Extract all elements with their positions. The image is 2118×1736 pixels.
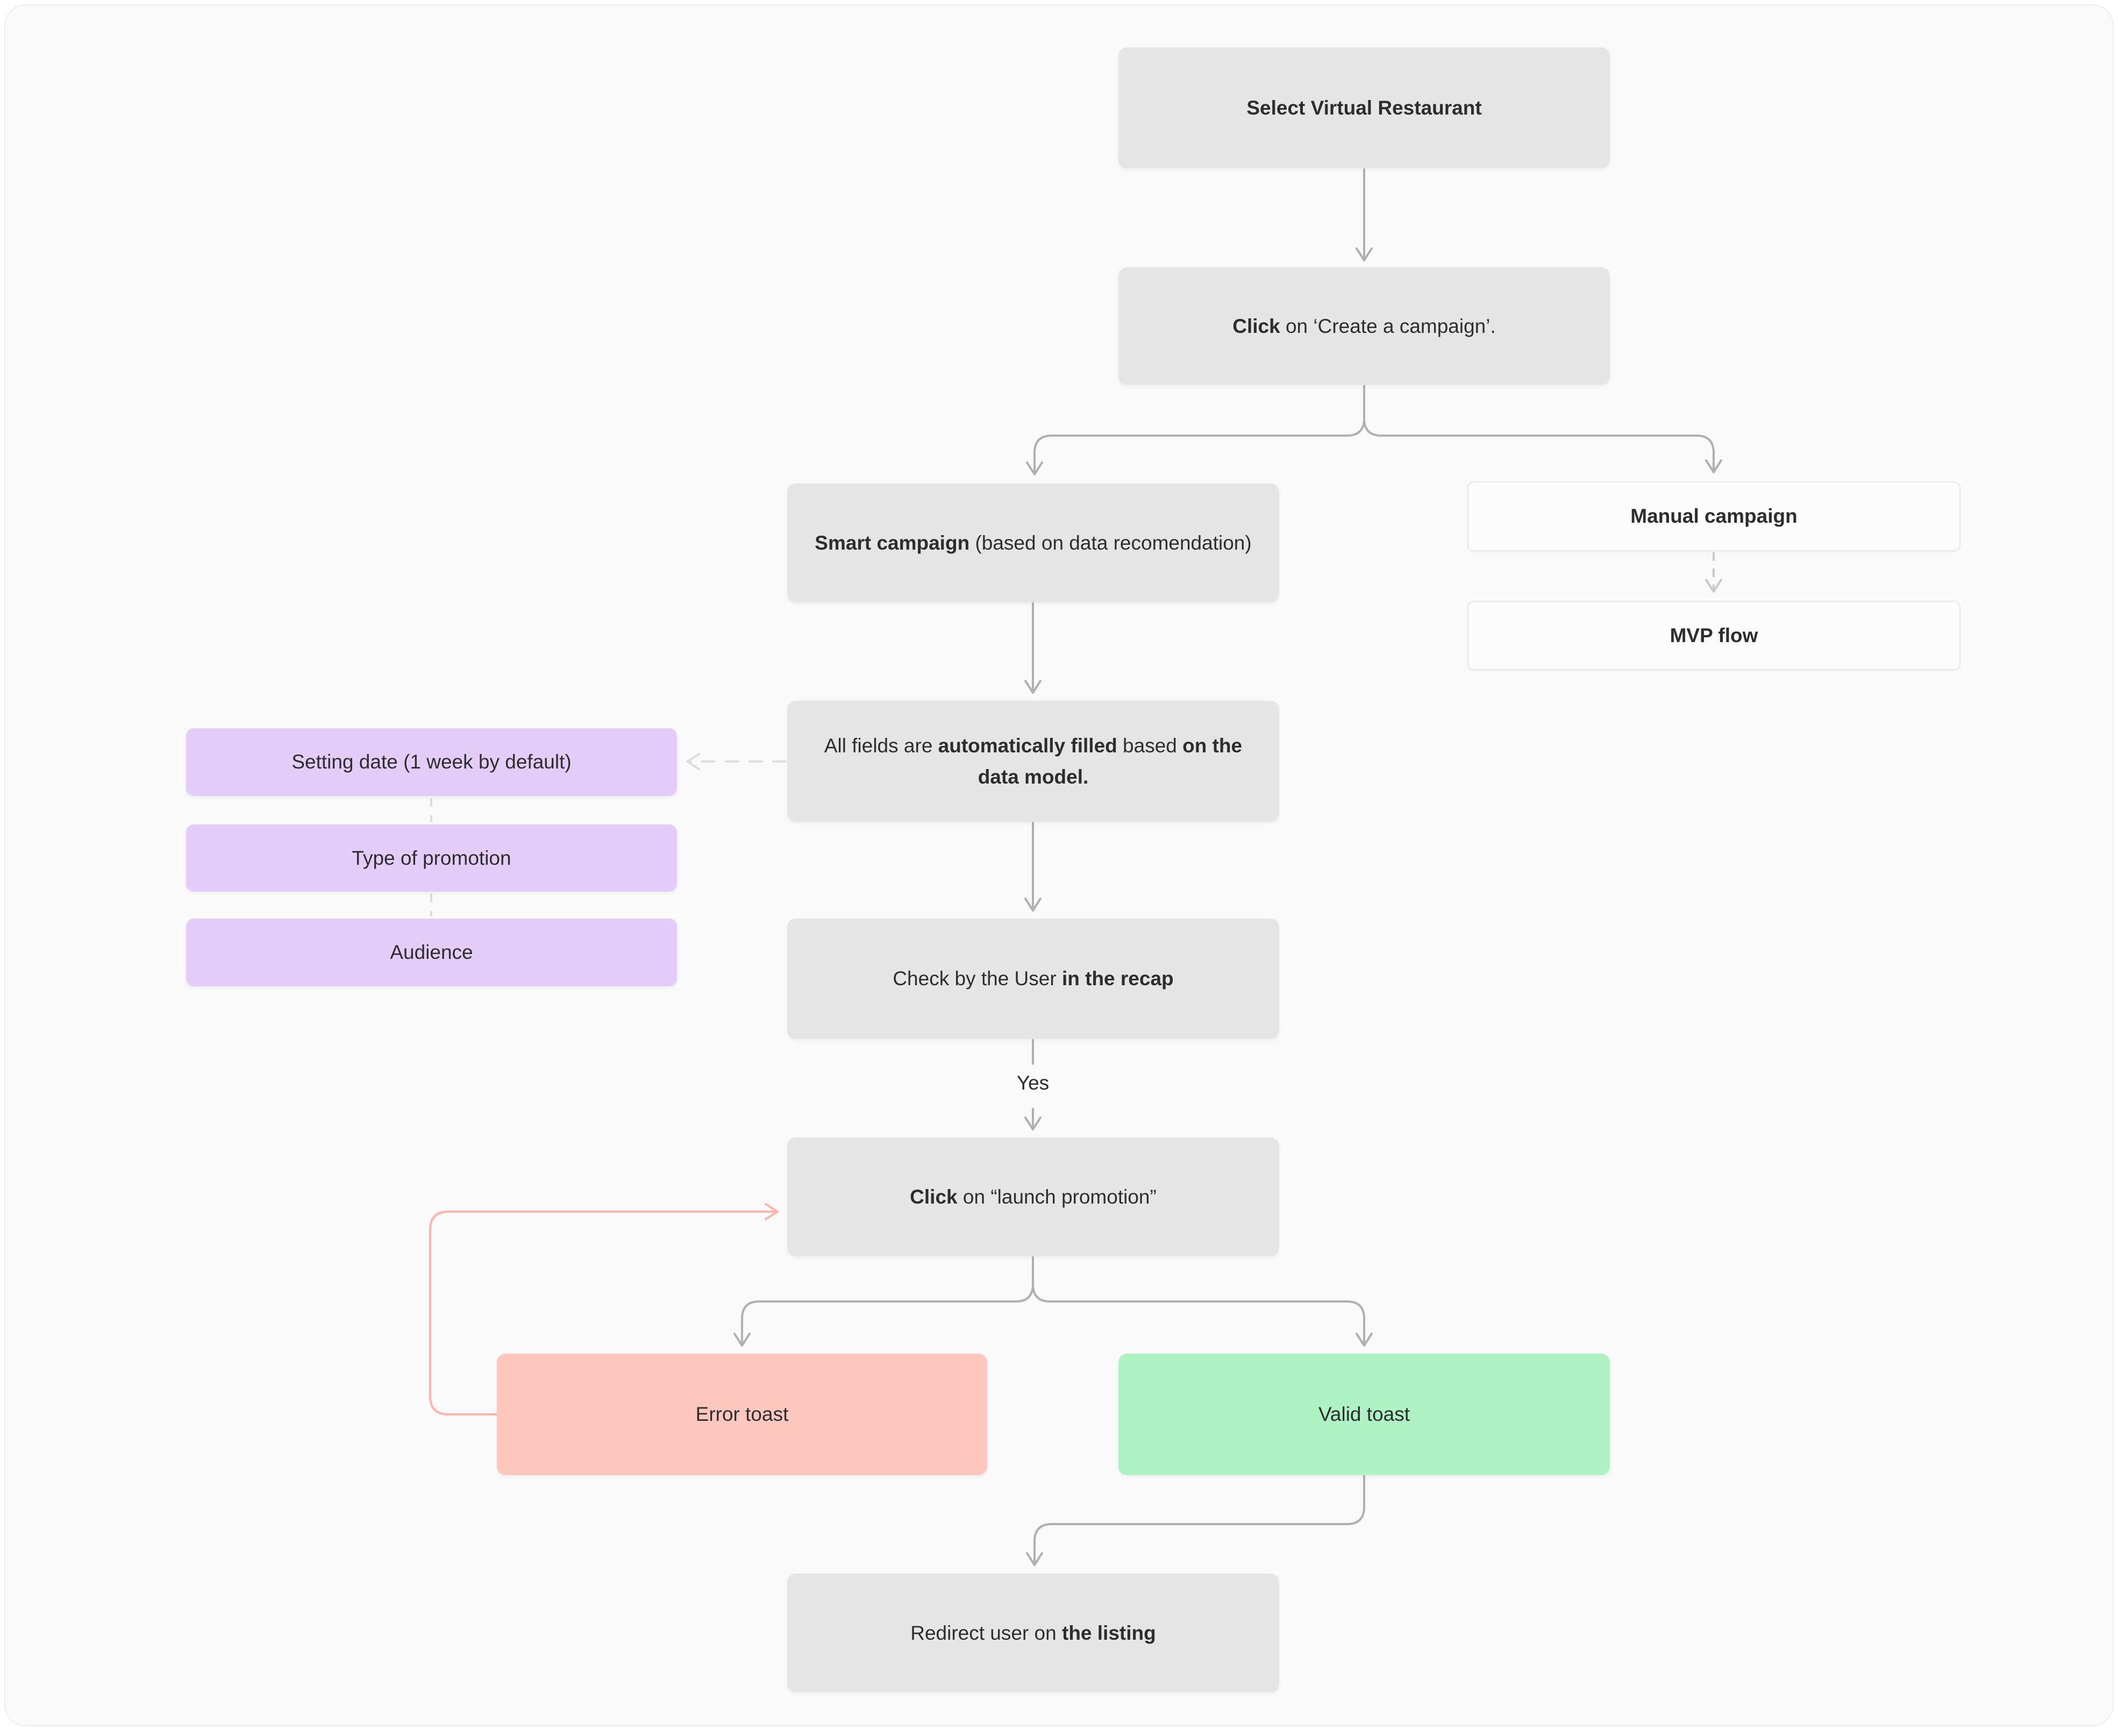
- flowchart-canvas: Select Virtual Restaurant Click on ‘Crea…: [4, 4, 2114, 1726]
- node-label: Redirect user on the listing: [910, 1621, 1156, 1644]
- node-label: Error toast: [695, 1403, 789, 1426]
- node-label: Check by the User in the recap: [893, 967, 1174, 990]
- node-label: Click on “launch promotion”: [910, 1185, 1157, 1208]
- node-valid-toast[interactable]: Valid toast: [1118, 1354, 1610, 1475]
- node-select-virtual-restaurant[interactable]: Select Virtual Restaurant: [1118, 47, 1610, 168]
- edge-launch-to-errortoast: [733, 1256, 1034, 1347]
- node-label: Type of promotion: [352, 846, 511, 869]
- node-click-launch-promotion[interactable]: Click on “launch promotion”: [787, 1137, 1279, 1256]
- node-label: Select Virtual Restaurant: [1246, 96, 1482, 119]
- node-label: MVP flow: [1670, 624, 1758, 646]
- node-mvp-flow[interactable]: MVP flow: [1467, 601, 1960, 670]
- edge-launch-to-validtoast: [1032, 1256, 1373, 1347]
- node-redirect-user-listing[interactable]: Redirect user on the listing: [787, 1574, 1279, 1692]
- node-manual-campaign[interactable]: Manual campaign: [1467, 481, 1960, 551]
- edge-create-to-manual: [1363, 385, 1722, 473]
- node-label: Click on ‘Create a campaign’.: [1232, 315, 1496, 337]
- node-label: Manual campaign: [1630, 505, 1798, 528]
- node-label: Valid toast: [1318, 1403, 1410, 1426]
- node-label: Setting date (1 week by default): [291, 751, 572, 773]
- node-all-fields-auto-filled[interactable]: All fields are automatically filled base…: [787, 701, 1279, 822]
- node-type-of-promotion[interactable]: Type of promotion: [186, 824, 677, 892]
- node-error-toast[interactable]: Error toast: [497, 1354, 987, 1475]
- node-audience[interactable]: Audience: [186, 919, 677, 986]
- node-check-by-user-recap[interactable]: Check by the User in the recap: [787, 919, 1279, 1039]
- node-setting-date[interactable]: Setting date (1 week by default): [186, 728, 677, 796]
- edge-validtoast-to-redirect: [1026, 1475, 1365, 1566]
- node-click-create-campaign[interactable]: Click on ‘Create a campaign’.: [1118, 267, 1610, 385]
- edge-create-to-smart: [1026, 385, 1365, 475]
- node-label: Smart campaign (based on data recomendat…: [815, 531, 1252, 554]
- node-label: All fields are automatically filled base…: [824, 735, 1243, 788]
- edge-label-yes: Yes: [1016, 1072, 1050, 1094]
- node-label: Audience: [390, 941, 473, 964]
- node-smart-campaign[interactable]: Smart campaign (based on data recomendat…: [787, 483, 1279, 602]
